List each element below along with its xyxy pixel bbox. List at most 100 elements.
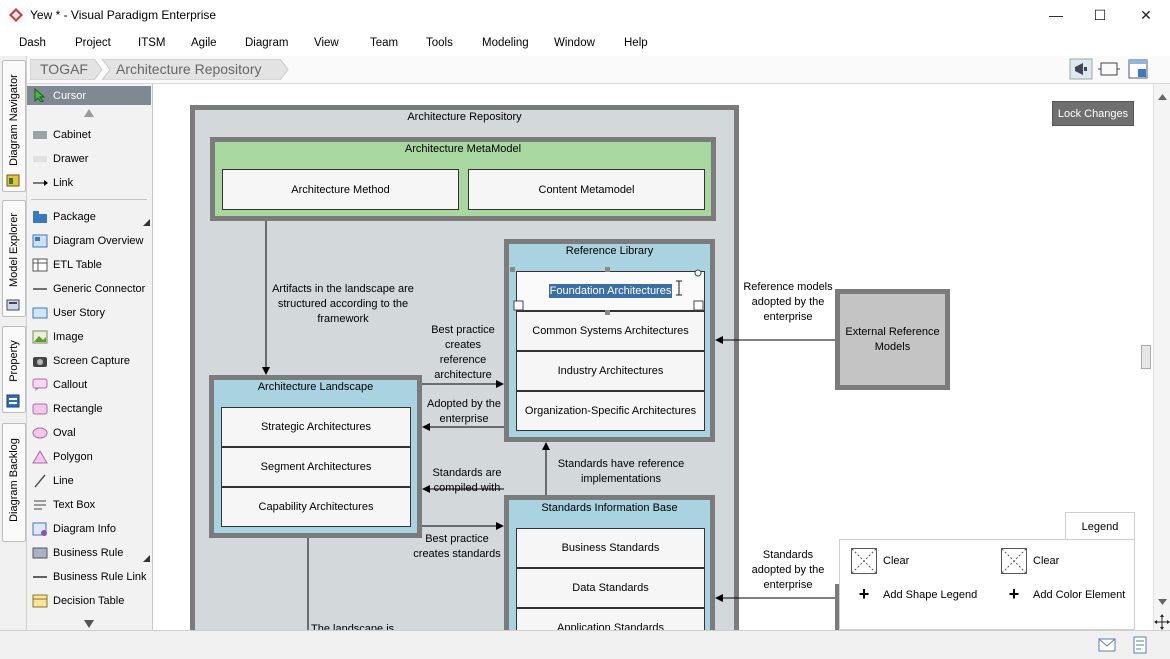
scroll-down-arrow-icon[interactable] (1158, 599, 1167, 605)
industry-architectures-box[interactable]: Industry Architectures (516, 351, 705, 391)
palette-text-box[interactable]: Text Box (27, 494, 151, 516)
palette-polygon[interactable]: Polygon (27, 446, 151, 468)
add-color-element-button[interactable]: + Add Color Element (1001, 584, 1126, 605)
text-box-icon (34, 500, 46, 510)
palette-user-story[interactable]: User Story (27, 302, 151, 324)
palette-cursor[interactable]: Cursor (27, 86, 151, 105)
external-reference-models-text: External Reference Models (845, 325, 940, 353)
diagram-connectors (262, 221, 835, 630)
segment-architectures-box[interactable]: Segment Architectures (221, 447, 411, 487)
menu-help[interactable]: Help (624, 37, 648, 49)
scroll-thumb[interactable] (1141, 345, 1151, 369)
tab-diagram-navigator[interactable]: Diagram Navigator (2, 60, 26, 192)
document-edit-icon[interactable] (1132, 636, 1148, 654)
standards-information-base-title: Standards Information Base (541, 502, 678, 514)
palette-etl-table[interactable]: ETL Table (27, 254, 151, 276)
palette-callout[interactable]: Callout (27, 374, 151, 396)
tab-diagram-backlog[interactable]: Diagram Backlog (2, 423, 26, 542)
layout-icon[interactable] (1126, 58, 1150, 80)
fit-diagram-icon[interactable] (1097, 58, 1121, 80)
foundation-architectures-box[interactable]: Foundation Architectures (516, 271, 705, 311)
scroll-down-icon[interactable] (84, 620, 94, 628)
application-standards-box[interactable]: Application Standards (516, 608, 705, 630)
scroll-up-arrow-icon[interactable] (1158, 94, 1167, 100)
label-reference-models-adopted: Reference models adopted by the enterpri… (743, 281, 833, 323)
plus-icon: + (858, 584, 870, 604)
palette-generic-connector[interactable]: Generic Connector (27, 278, 151, 300)
scroll-up-icon[interactable] (84, 109, 94, 117)
diagram-navigator-icon (6, 174, 20, 187)
palette-link[interactable]: Link (27, 172, 151, 194)
minimize-button[interactable]: — (1049, 7, 1063, 23)
legend-tab[interactable]: Legend (1065, 512, 1135, 540)
tab-model-explorer[interactable]: Model Explorer (2, 200, 26, 317)
breadcrumb-togaf[interactable]: TOGAF (40, 61, 88, 77)
palette-decision-table[interactable]: Decision Table (27, 590, 151, 612)
palette-image[interactable]: Image (27, 326, 151, 348)
common-systems-architectures-box[interactable]: Common Systems Architectures (516, 311, 705, 351)
architecture-method-box[interactable]: Architecture Method (222, 169, 459, 210)
menu-view[interactable]: View (314, 37, 339, 49)
foundation-architectures-text[interactable]: Foundation Architectures (548, 284, 673, 298)
content-metamodel-box[interactable]: Content Metamodel (468, 169, 705, 210)
announcement-icon[interactable] (1069, 58, 1093, 80)
label-adopted: Adopted by the enterprise (426, 398, 501, 425)
label-landscape-bottom: The landscape is (311, 623, 395, 630)
menu-team[interactable]: Team (370, 37, 399, 49)
business-rule-link-icon (33, 576, 47, 578)
menu-dash[interactable]: Dash (19, 37, 46, 49)
diagram-overview-icon (32, 234, 48, 248)
lock-changes-button[interactable]: Lock Changes (1052, 101, 1134, 126)
palette-oval[interactable]: Oval (27, 422, 151, 444)
mail-icon[interactable] (1098, 638, 1116, 652)
palette-cabinet[interactable]: Cabinet (27, 124, 151, 146)
maximize-button[interactable]: ☐ (1093, 6, 1107, 23)
etl-table-icon (32, 258, 48, 272)
selection-handles[interactable] (509, 266, 709, 316)
architecture-repository-title: Architecture Repository (407, 111, 522, 123)
menu-project[interactable]: Project (75, 37, 111, 49)
palette-business-rule[interactable]: Business Rule (27, 542, 151, 564)
breadcrumb: TOGAF Architecture Repository (27, 56, 1170, 84)
menu-itsm[interactable]: ITSM (138, 37, 166, 49)
label-standards-ref-impl: Standards have reference implementations (557, 458, 685, 485)
diagram-canvas[interactable]: Architecture Repository Architecture Met… (153, 84, 1153, 630)
palette-diagram-overview[interactable]: Diagram Overview (27, 230, 151, 252)
legend-clear-color[interactable]: Clear (1001, 548, 1059, 574)
external-reference-models-box[interactable]: External Reference Models (835, 289, 950, 390)
menu-diagram[interactable]: Diagram (245, 37, 289, 49)
label-best-practice-ref: Best practice creates reference architec… (431, 324, 495, 381)
reference-library-title: Reference Library (565, 245, 654, 257)
plus-icon: + (1008, 584, 1020, 604)
vertical-scrollbar[interactable] (1141, 84, 1170, 630)
menu-window[interactable]: Window (554, 37, 595, 49)
palette-screen-capture[interactable]: Screen Capture (27, 350, 151, 372)
add-shape-legend-button[interactable]: + Add Shape Legend (851, 584, 977, 605)
palette-rectangle[interactable]: Rectangle (27, 398, 151, 420)
legend-panel: Clear Clear + Add Shape Legend + Add Col… (839, 539, 1135, 630)
cursor-icon (34, 88, 46, 102)
capability-architectures-box[interactable]: Capability Architectures (221, 487, 411, 527)
strategic-architectures-box[interactable]: Strategic Architectures (221, 407, 411, 447)
callout-icon (32, 378, 48, 391)
close-button[interactable]: ✕ (1140, 6, 1152, 23)
palette-package[interactable]: Package (27, 206, 151, 228)
data-standards-box[interactable]: Data Standards (516, 568, 705, 608)
legend-clear-shape[interactable]: Clear (851, 548, 909, 574)
palette-line[interactable]: Line (27, 470, 151, 492)
menu-agile[interactable]: Agile (191, 37, 217, 49)
palette-diagram-info[interactable]: Diagram Info (27, 518, 151, 540)
user-story-icon (32, 307, 48, 319)
organization-specific-architectures-box[interactable]: Organization-Specific Architectures (516, 391, 705, 431)
tab-property[interactable]: Property (2, 326, 26, 413)
menu-bar: Dash Project ITSM Agile Diagram View Tea… (0, 33, 1170, 55)
menu-tools[interactable]: Tools (426, 37, 453, 49)
pan-move-icon[interactable] (1154, 614, 1170, 630)
menu-modeling[interactable]: Modeling (482, 37, 529, 49)
business-standards-box[interactable]: Business Standards (516, 528, 705, 568)
connector-line-icon (33, 288, 47, 290)
palette-business-rule-link[interactable]: Business Rule Link (27, 566, 151, 588)
palette-drawer[interactable]: Drawer (27, 148, 151, 170)
breadcrumb-architecture-repository[interactable]: Architecture Repository (116, 61, 262, 77)
breadcrumb-arrows (30, 59, 289, 80)
